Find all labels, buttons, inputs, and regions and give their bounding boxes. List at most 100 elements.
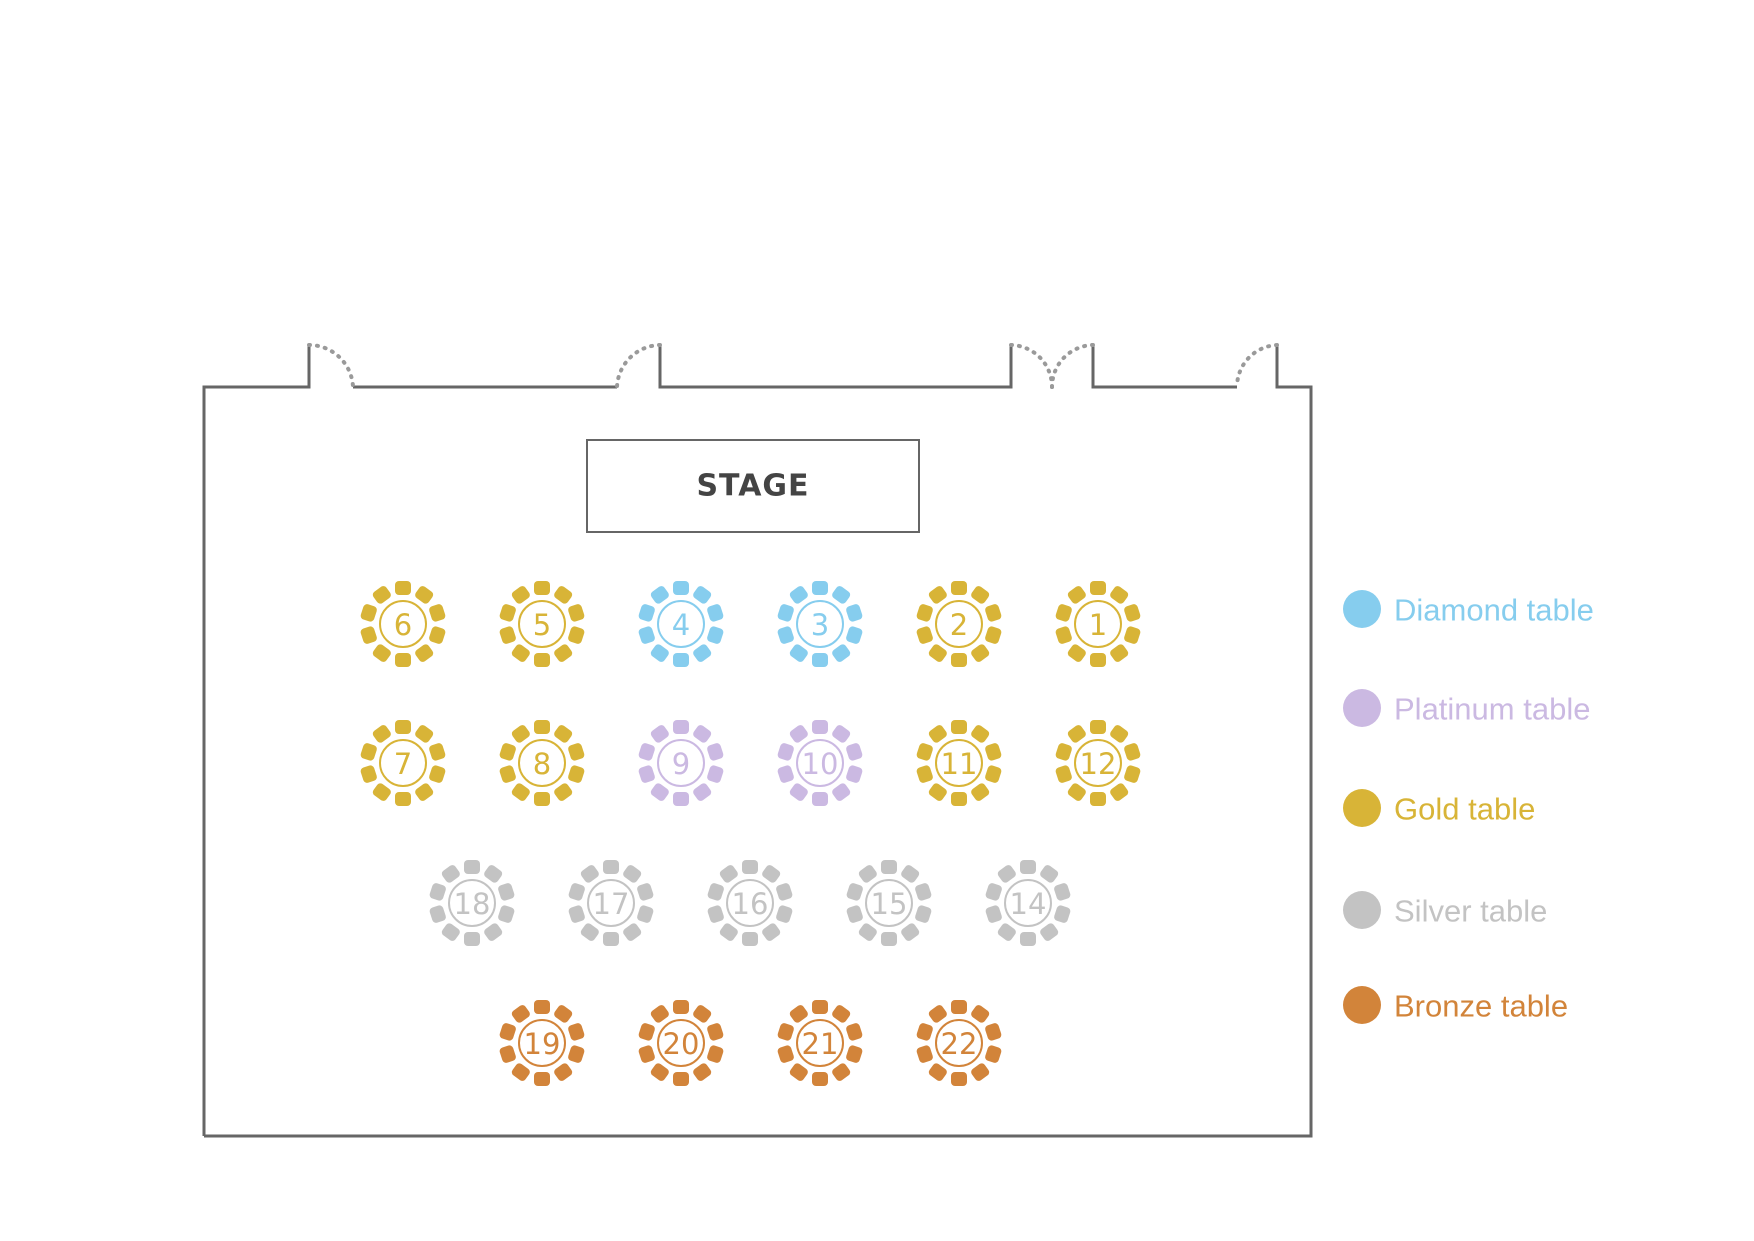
chair — [554, 644, 573, 662]
chair — [1040, 923, 1059, 941]
chair — [499, 1045, 516, 1063]
chair — [1055, 765, 1072, 783]
table-top — [657, 600, 705, 648]
chair — [568, 883, 585, 901]
chair — [568, 1023, 585, 1041]
chair — [638, 626, 655, 644]
chair — [812, 792, 828, 806]
door-4 — [1050, 343, 1095, 389]
chair — [637, 883, 654, 901]
chair — [623, 923, 642, 941]
stage: STAGE — [586, 439, 920, 533]
chair — [985, 743, 1002, 761]
chair — [707, 1045, 724, 1063]
chair — [372, 586, 391, 604]
chair — [415, 783, 434, 801]
chair — [789, 1005, 808, 1023]
chair — [673, 1000, 689, 1014]
table-9: 9 — [638, 720, 724, 806]
table-top — [379, 739, 427, 787]
table-number: 1 — [1089, 608, 1107, 642]
chair — [441, 865, 460, 883]
chair — [1090, 720, 1106, 734]
table-10: 10 — [777, 720, 863, 806]
table-20: 20 — [638, 1000, 724, 1086]
chair — [1124, 626, 1141, 644]
chair — [789, 586, 808, 604]
chair — [916, 604, 933, 622]
chair — [534, 653, 550, 667]
chair — [881, 860, 897, 874]
table-number: 22 — [941, 1027, 978, 1061]
chair — [429, 765, 446, 783]
chair — [360, 604, 377, 622]
chair — [985, 905, 1002, 923]
chair — [395, 581, 411, 595]
chair — [928, 586, 947, 604]
chair — [568, 604, 585, 622]
table-top — [657, 739, 705, 787]
chair — [499, 604, 516, 622]
chair — [707, 1023, 724, 1041]
chair — [789, 725, 808, 743]
chair — [415, 644, 434, 662]
chair — [484, 923, 503, 941]
chair — [789, 644, 808, 662]
chair — [395, 792, 411, 806]
chair — [511, 586, 530, 604]
chair — [568, 743, 585, 761]
chair — [985, 883, 1002, 901]
chair — [985, 1023, 1002, 1041]
chair — [499, 626, 516, 644]
chair — [580, 865, 599, 883]
chair — [650, 1063, 669, 1081]
legend-label: Gold table — [1394, 792, 1535, 827]
table-number: 10 — [802, 747, 839, 781]
table-11: 11 — [916, 720, 1002, 806]
chair — [777, 1045, 794, 1063]
chair — [846, 1023, 863, 1041]
chair — [568, 905, 585, 923]
chair — [395, 653, 411, 667]
chair — [673, 653, 689, 667]
chair — [568, 765, 585, 783]
chair — [534, 1000, 550, 1014]
chair — [580, 923, 599, 941]
chair — [971, 1005, 990, 1023]
chair — [499, 743, 516, 761]
chair — [693, 586, 712, 604]
chair — [985, 626, 1002, 644]
chair — [928, 725, 947, 743]
chair — [1067, 644, 1086, 662]
stage-label: STAGE — [696, 469, 809, 504]
chair — [638, 743, 655, 761]
table-top — [796, 1019, 844, 1067]
table-22: 22 — [916, 1000, 1002, 1086]
table-number: 20 — [663, 1027, 700, 1061]
chair — [638, 1045, 655, 1063]
legend-swatch — [1343, 789, 1381, 827]
chair — [511, 725, 530, 743]
chair — [1020, 932, 1036, 946]
table-top — [587, 879, 635, 927]
chair — [429, 905, 446, 923]
table-4: 4 — [638, 581, 724, 667]
table-3: 3 — [777, 581, 863, 667]
chair — [846, 743, 863, 761]
table-19: 19 — [499, 1000, 585, 1086]
table-number: 9 — [672, 747, 690, 781]
door-2 — [615, 343, 662, 389]
chair — [901, 923, 920, 941]
chair — [881, 932, 897, 946]
chair — [1054, 883, 1071, 901]
chair — [568, 626, 585, 644]
chair — [638, 604, 655, 622]
chair — [511, 644, 530, 662]
chair — [511, 1005, 530, 1023]
chair — [395, 720, 411, 734]
chair — [429, 743, 446, 761]
chair — [858, 923, 877, 941]
chair — [812, 720, 828, 734]
chair — [971, 644, 990, 662]
table-number: 21 — [802, 1027, 839, 1061]
